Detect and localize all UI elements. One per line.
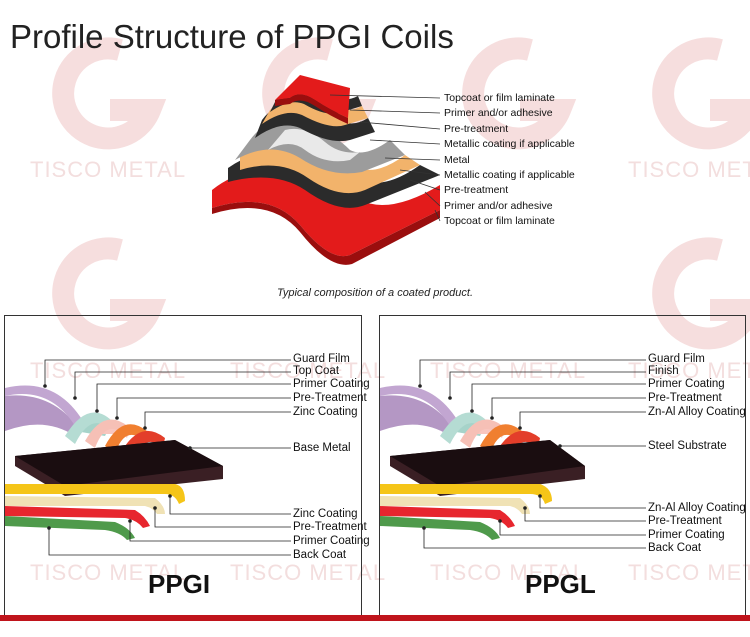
top-label: Metal	[444, 154, 470, 166]
top-label: Metallic coating if applicable	[444, 169, 575, 181]
ppgl-lower-pretreatment	[380, 496, 530, 514]
ppgi-back-coat	[5, 516, 135, 540]
ppgi-label-primer-coating: Primer Coating	[293, 378, 370, 390]
top-label: Topcoat or film laminate	[444, 215, 555, 227]
ppgl-label-back-coat: Back Coat	[648, 542, 702, 554]
ppgl-lower-primer	[380, 506, 515, 528]
ppgi-label-back-coat: Back Coat	[293, 549, 347, 561]
ppgl-leader-dots	[418, 384, 562, 530]
ppgl-label-zn-al-coating: Zn-Al Alloy Coating	[648, 406, 746, 418]
ppgl-panel-title: PPGL	[525, 569, 596, 599]
ppgi-label-pre-treatment: Pre-Treatment	[293, 392, 367, 404]
diagram-caption: Typical composition of a coated product.	[276, 287, 474, 299]
ppgl-layer-diagram	[380, 359, 646, 549]
top-label: Metallic coating if applicable	[444, 138, 575, 150]
ppgi-guard-film-body	[5, 385, 83, 426]
top-leader-lines	[329, 94, 441, 222]
ppgi-label-lower-primer: Primer Coating	[293, 535, 370, 547]
coated-product-diagram	[212, 75, 441, 265]
ppgl-label-primer-coating: Primer Coating	[648, 378, 725, 390]
ppgi-lower-pretreatment	[5, 496, 165, 514]
ppgl-steel-substrate-top	[390, 440, 585, 486]
ppgi-panel-title: PPGI	[148, 569, 211, 599]
ppgl-label-finish: Finish	[648, 365, 679, 377]
ppgi-primer-coating-band	[85, 419, 130, 448]
top-label: Topcoat or film laminate	[444, 92, 555, 104]
ppgl-label-lower-pretreatment: Pre-Treatment	[648, 515, 722, 527]
ppgi-leader-dots	[43, 384, 192, 530]
ppgi-layer-diagram	[5, 359, 291, 556]
ppgl-label-pre-treatment: Pre-Treatment	[648, 392, 722, 404]
metal-highlight	[268, 128, 360, 162]
top-topcoat-edge	[275, 94, 348, 124]
ppgi-label-guard-film: Guard Film	[293, 353, 350, 365]
ppgl-label-guard-film: Guard Film	[648, 353, 705, 365]
ppgi-label-lower-pretreatment: Pre-Treatment	[293, 521, 367, 533]
bottom-topcoat-edge	[212, 201, 440, 265]
bottom-accent-bar	[0, 615, 750, 621]
ppgl-primer-coating-band	[460, 419, 505, 448]
ppgl-label-lower-primer: Primer Coating	[648, 529, 725, 541]
page-title: Profile Structure of PPGI Coils	[10, 18, 454, 55]
top-label: Pre-treatment	[444, 184, 509, 196]
ppgi-label-top-coat: Top Coat	[293, 365, 340, 377]
ppgl-leader-lines	[419, 359, 646, 549]
ppgi-base-metal-top	[15, 440, 223, 486]
ppgi-top-coat-band	[65, 412, 115, 444]
top-topcoat-layer	[275, 75, 350, 118]
ppgi-label-base-metal: Base Metal	[293, 442, 351, 454]
ppgl-finish-band	[440, 412, 490, 444]
ppgi-lower-zinc	[5, 484, 185, 504]
ppgi-label-lower-zinc: Zinc Coating	[293, 508, 358, 520]
top-label: Primer and/or adhesive	[444, 200, 553, 212]
ppgl-panel: Guard Film Finish Primer Coating Pre-Tre…	[379, 315, 746, 616]
top-label: Primer and/or adhesive	[444, 107, 553, 119]
bottom-topcoat-layer	[212, 170, 440, 257]
ppgi-panel: Guard Film Top Coat Primer Coating Pre-T…	[4, 315, 370, 616]
ppgi-guard-film	[5, 395, 77, 436]
ppgi-leader-lines	[44, 359, 291, 556]
top-label: Pre-treatment	[444, 123, 509, 135]
ppgl-guard-film-body	[380, 385, 458, 426]
ppgi-lower-primer	[5, 506, 150, 528]
ppgl-guard-film	[380, 395, 452, 436]
ppgi-label-zinc-coating: Zinc Coating	[293, 406, 358, 418]
ppgl-label-lower-zn-al: Zn-Al Alloy Coating	[648, 502, 746, 514]
ppgl-back-coat	[380, 516, 500, 540]
ppgl-label-steel-substrate: Steel Substrate	[648, 440, 727, 452]
ppgl-lower-zn-al	[380, 484, 552, 504]
